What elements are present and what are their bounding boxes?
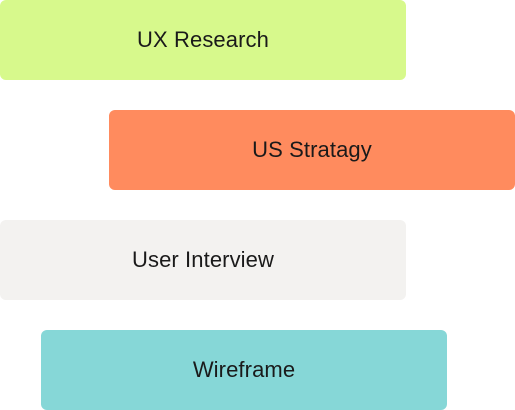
wireframe-label: Wireframe xyxy=(192,357,296,382)
us-strategy-card[interactable]: US Stratagy xyxy=(109,110,515,190)
wireframe-card[interactable]: Wireframe xyxy=(41,330,447,410)
ux-research-card[interactable]: UX Research xyxy=(0,0,406,80)
us-strategy-label: US Stratagy xyxy=(252,137,372,162)
ux-research-label: UX Research xyxy=(137,27,269,52)
user-interview-card[interactable]: User Interview xyxy=(0,220,406,300)
user-interview-label: User Interview xyxy=(132,247,274,272)
